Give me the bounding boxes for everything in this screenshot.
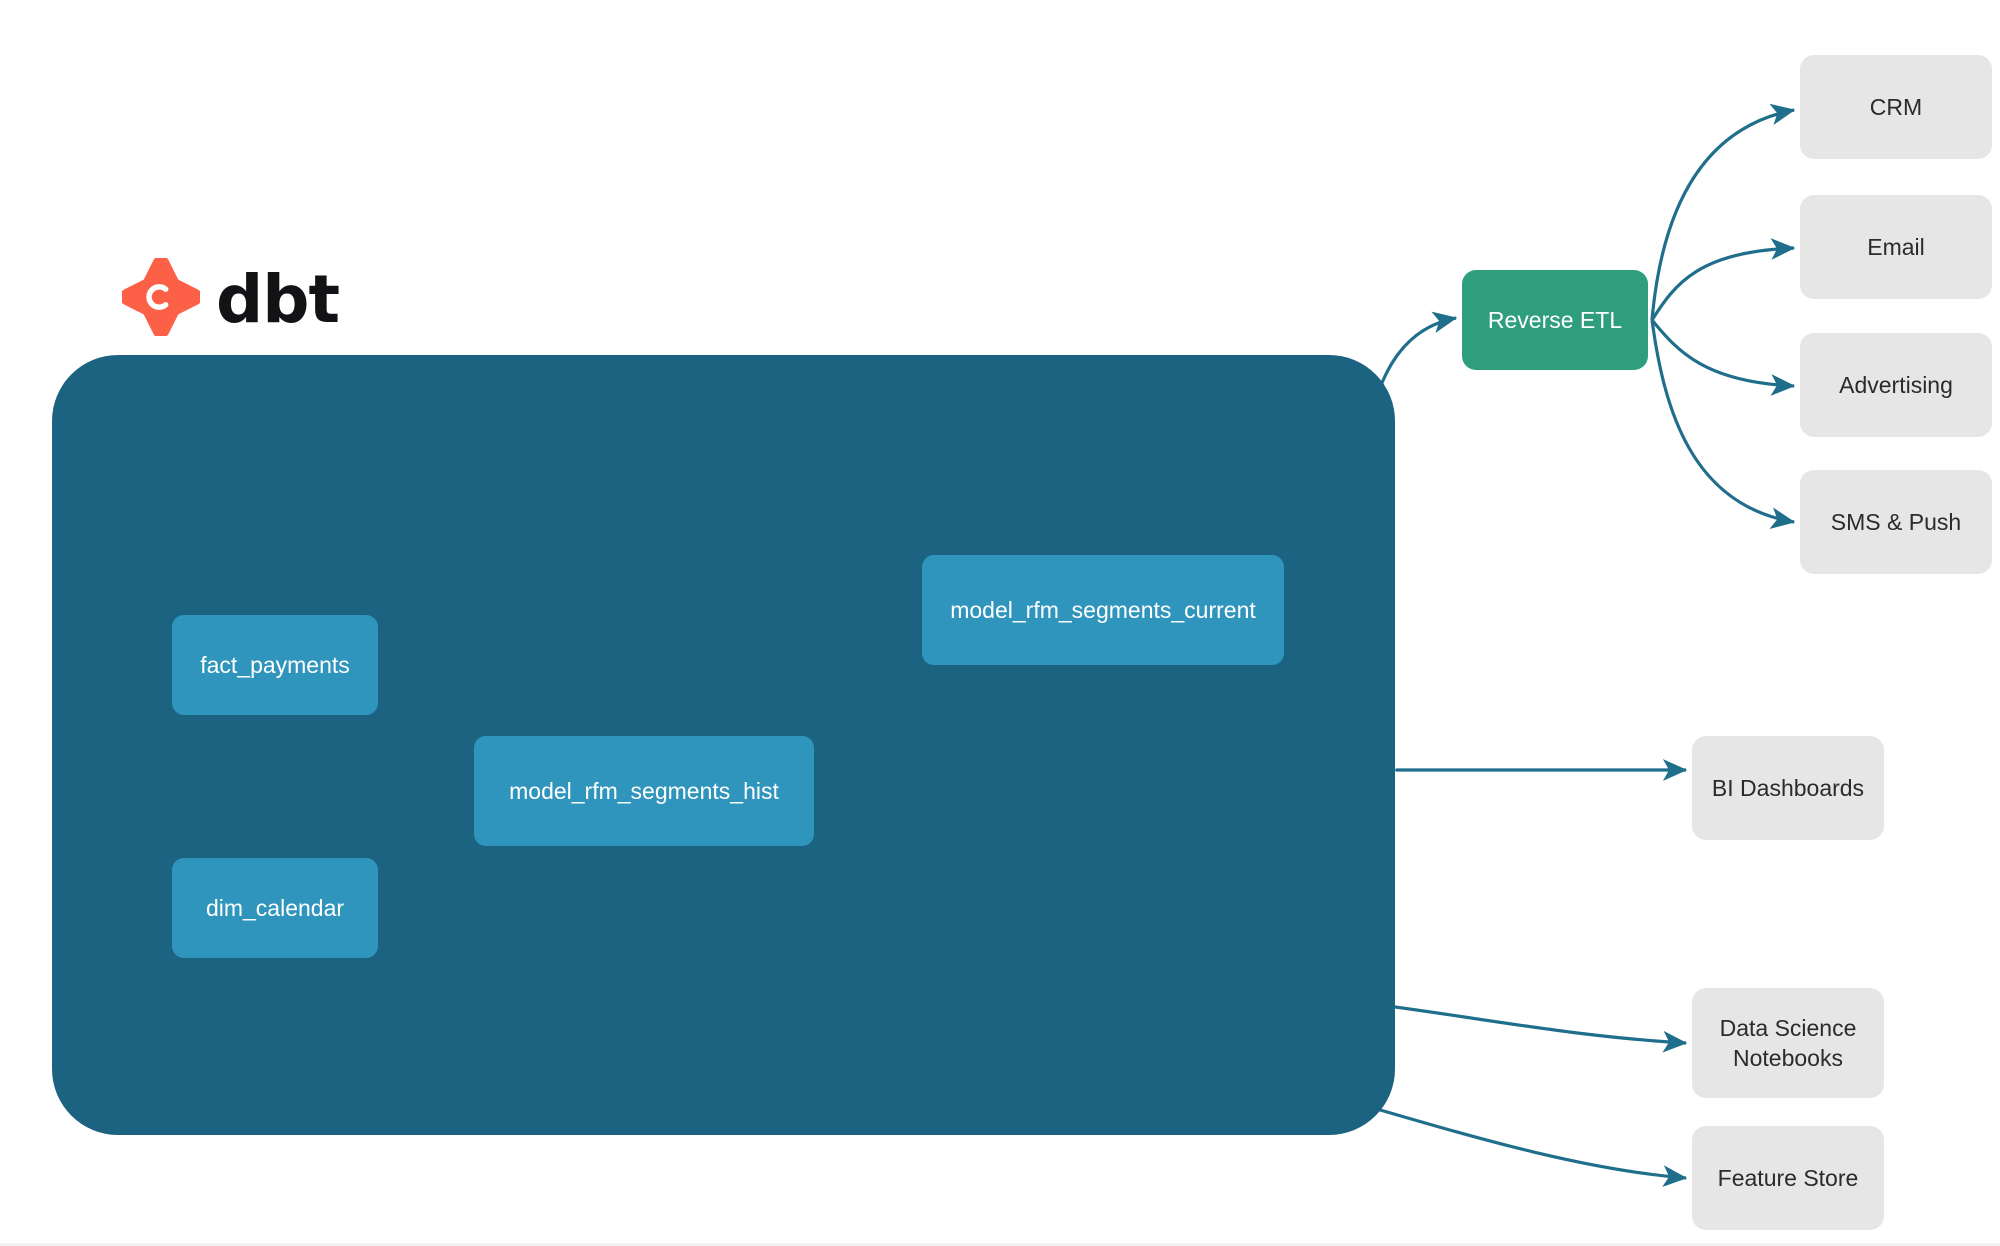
node-data-science-notebooks-label: Data Science Notebooks — [1720, 1013, 1857, 1074]
node-sms-push[interactable]: SMS & Push — [1800, 470, 1992, 574]
dbt-logo-mark-icon — [119, 255, 203, 341]
node-model-rfm-segments-hist-label: model_rfm_segments_hist — [509, 777, 779, 804]
node-dim-calendar[interactable]: dim_calendar — [172, 858, 378, 958]
node-fact-payments-label: fact_payments — [200, 651, 350, 678]
node-dim-calendar-label: dim_calendar — [205, 894, 345, 921]
edge-reverse-etl-to-crm — [1650, 103, 1796, 321]
node-model-rfm-segments-hist[interactable]: model_rfm_segments_hist — [474, 736, 814, 846]
node-advertising[interactable]: Advertising — [1800, 333, 1992, 437]
node-feature-store[interactable]: Feature Store — [1692, 1126, 1884, 1230]
node-data-science-notebooks-label-line1: Data Science — [1719, 1014, 1857, 1041]
node-bi-dashboards[interactable]: BI Dashboards — [1692, 736, 1884, 840]
node-crm-label: CRM — [1869, 93, 1923, 120]
node-bi-dashboards-label: BI Dashboards — [1711, 774, 1865, 801]
node-data-science-notebooks[interactable]: Data Science Notebooks — [1692, 988, 1884, 1098]
dbt-wordmark: dbt — [216, 260, 340, 338]
node-email-label: Email — [1867, 233, 1925, 260]
dbt-logo: dbt — [119, 255, 340, 341]
node-fact-payments[interactable]: fact_payments — [172, 615, 378, 715]
node-reverse-etl-label: Reverse ETL — [1487, 306, 1623, 333]
edge-reverse-etl-to-sms-push — [1650, 319, 1796, 529]
node-email[interactable]: Email — [1800, 195, 1992, 299]
bottom-divider — [0, 1243, 2000, 1246]
node-sms-push-label: SMS & Push — [1830, 508, 1962, 535]
node-reverse-etl[interactable]: Reverse ETL — [1462, 270, 1648, 370]
node-advertising-label: Advertising — [1839, 371, 1953, 398]
node-model-rfm-segments-current[interactable]: model_rfm_segments_current — [922, 555, 1284, 665]
node-feature-store-label: Feature Store — [1717, 1164, 1859, 1191]
node-model-rfm-segments-current-label: model_rfm_segments_current — [950, 596, 1256, 623]
edge-reverse-etl-to-email — [1650, 238, 1796, 321]
node-crm[interactable]: CRM — [1800, 55, 1992, 159]
edge-reverse-etl-to-advertising — [1650, 318, 1796, 396]
node-data-science-notebooks-label-line2: Notebooks — [1733, 1045, 1843, 1071]
